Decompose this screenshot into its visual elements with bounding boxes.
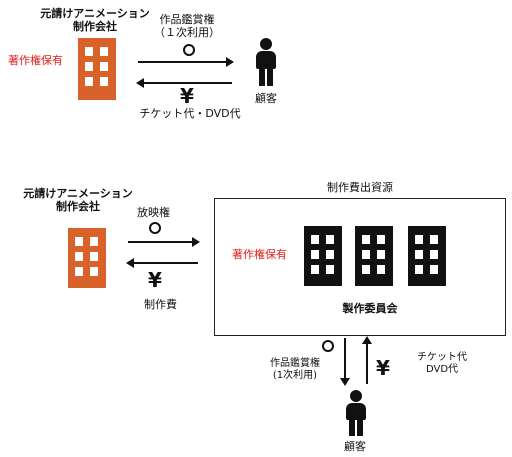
committee-building-icon-1 <box>304 226 342 286</box>
bottom-customer-person-icon <box>344 390 368 436</box>
bottom-viewing-right-label: 作品鑑賞権 (1次利用) <box>270 358 320 381</box>
bottom-left-arrow <box>126 258 198 268</box>
top-company-building-icon <box>78 38 116 100</box>
funding-source-label: 制作費出資源 <box>327 181 393 194</box>
bottom-down-arrow <box>340 338 350 386</box>
bottom-production-cost-label: 制作費 <box>144 298 177 311</box>
top-company-label: 元請けアニメーション 制作会社 <box>40 7 150 33</box>
top-yen-icon: ¥ <box>180 84 194 108</box>
bottom-yen-icon: ¥ <box>148 268 162 292</box>
committee-rights-label: 著作権保有 <box>232 248 287 261</box>
top-rights-label: 著作権保有 <box>8 54 63 67</box>
committee-building-icon-2 <box>355 226 393 286</box>
bottom-customer-label: 顧客 <box>344 440 366 453</box>
bottom-broadcast-right-label: 放映権 <box>137 206 170 219</box>
bottom-company-building-icon <box>68 228 106 288</box>
top-money-label: チケット代・DVD代 <box>139 107 241 120</box>
bottom-up-arrow <box>362 336 372 384</box>
top-customer-label: 顧客 <box>255 92 277 105</box>
bottom-vertical-yen-icon: ¥ <box>376 356 390 380</box>
top-viewing-right-label: 作品鑑賞権 （１次利用） <box>154 13 220 39</box>
production-committee-label: 製作委員会 <box>342 302 398 315</box>
production-committee-box <box>214 198 506 336</box>
top-right-arrow <box>138 57 234 67</box>
committee-building-icon-3 <box>408 226 446 286</box>
top-customer-person-icon <box>254 38 278 86</box>
bottom-right-arrow <box>128 237 200 247</box>
top-circle-icon <box>183 44 195 56</box>
bottom-ticket-dvd-label: チケット代 DVD代 <box>417 352 467 375</box>
bottom-company-label: 元請けアニメーション 制作会社 <box>23 187 133 213</box>
bottom-vertical-circle-icon <box>322 340 334 352</box>
bottom-circle-icon <box>149 222 161 234</box>
top-left-arrow <box>136 78 232 88</box>
